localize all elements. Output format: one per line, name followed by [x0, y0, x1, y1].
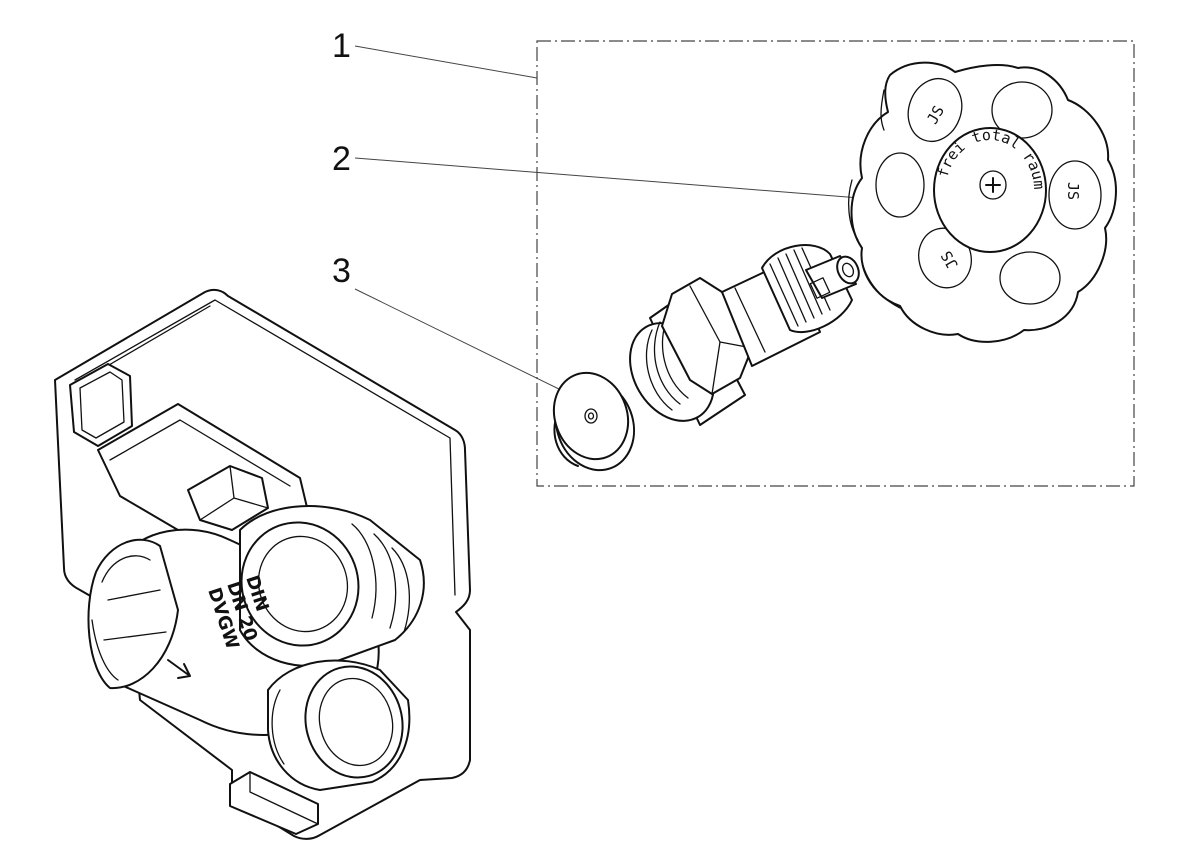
callout-3: 3 [332, 252, 566, 393]
callout-1-number: 1 [332, 27, 351, 65]
callout-1: 1 [332, 27, 538, 79]
callout-2: 2 [332, 140, 861, 199]
handwheel-logo-right: JS [1064, 182, 1082, 200]
valve-spindle-headpiece [629, 244, 860, 426]
valve-body-assembly: DVGW DN 20 DIN [54, 288, 471, 840]
handwheel: JS JS JS frei total raum [847, 61, 1117, 343]
callout-3-number: 3 [332, 252, 351, 290]
repair-set-frame [536, 40, 1135, 487]
sealing-washer [552, 371, 636, 472]
flow-arrow-icon [167, 659, 191, 679]
callout-2-number: 2 [332, 140, 351, 178]
